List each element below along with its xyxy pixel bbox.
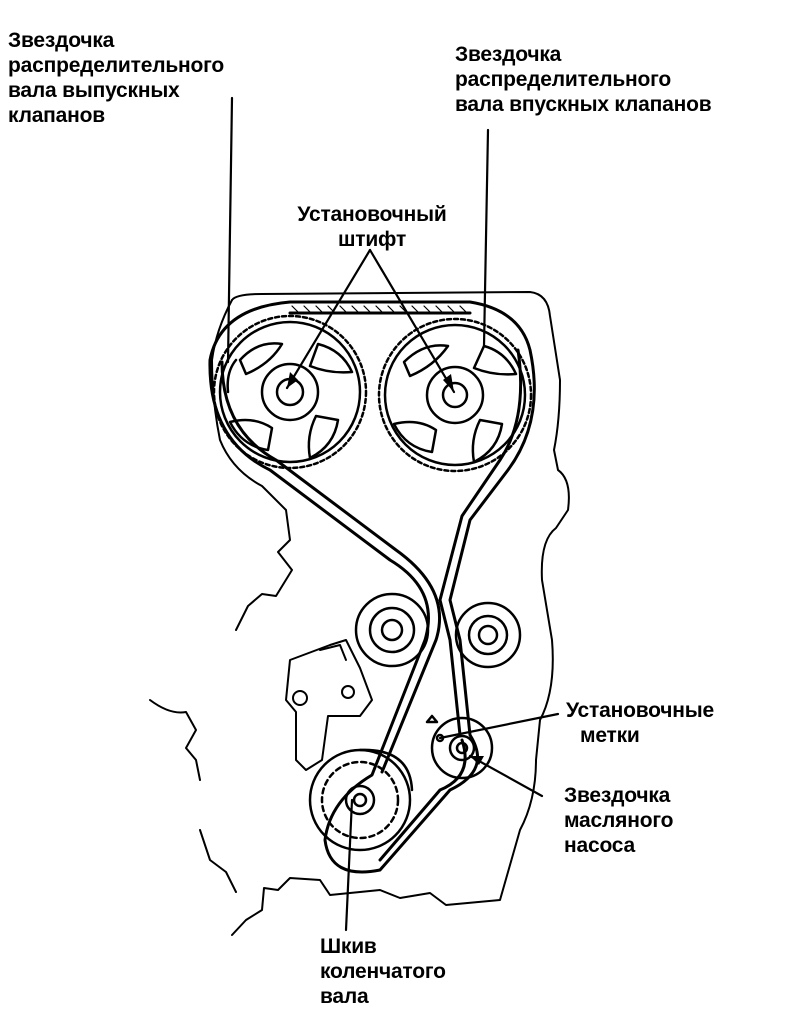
oil-pump-sprocket-label: Звездочка масляного насоса <box>564 784 674 857</box>
intake-camshaft-sprocket <box>377 317 533 473</box>
locating-pin-label: Установочный штифт <box>297 203 447 251</box>
leader-lines <box>226 96 560 932</box>
crankshaft-pulley <box>308 748 414 852</box>
tensioner-bracket <box>285 639 373 771</box>
exhaust-sprocket-label: Звездочка распределительного вала выпуск… <box>8 29 225 127</box>
leader-arrowheads <box>287 372 484 765</box>
belt-teeth <box>291 305 467 313</box>
intake-sprocket-label: Звездочка распределительного вала впускн… <box>455 43 712 116</box>
exhaust-camshaft-sprocket <box>212 314 368 470</box>
timing-belt <box>208 300 536 874</box>
timing-marks-label: Установочные метки <box>566 699 714 747</box>
idler-pulleys <box>354 592 522 669</box>
crankshaft-pulley-label: Шкив коленчатого вала <box>320 935 446 1008</box>
